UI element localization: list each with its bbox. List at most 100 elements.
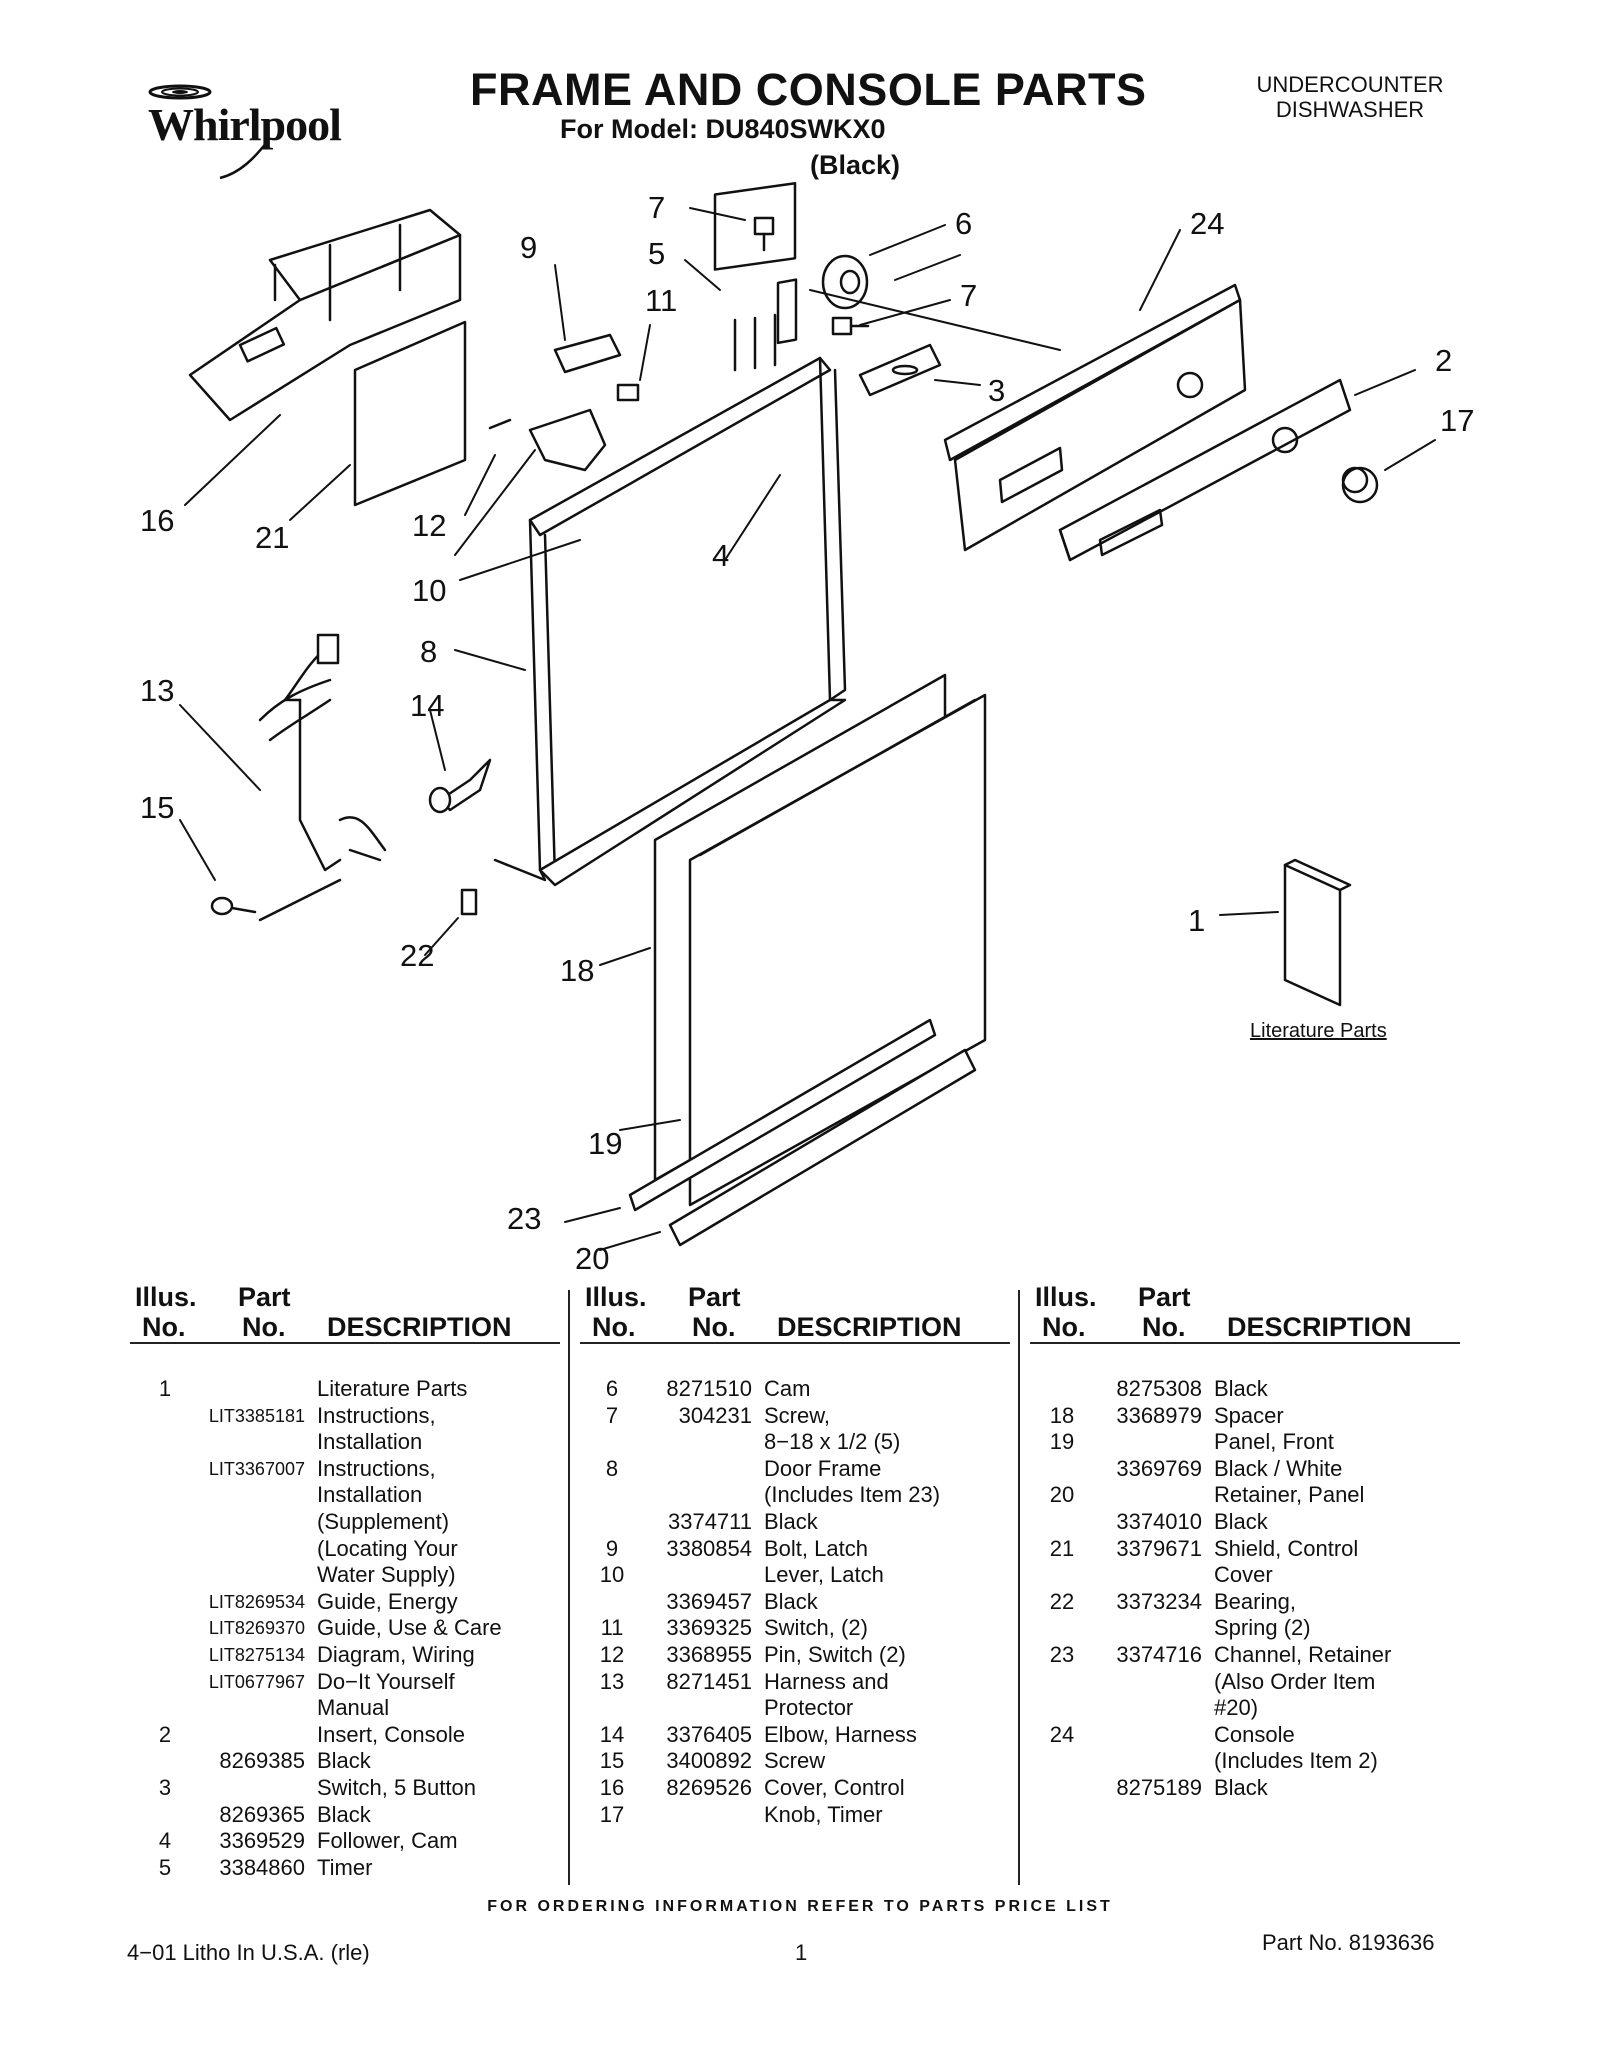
callout-10: 10 [412, 573, 447, 608]
illus-number: 19 [1049, 1429, 1075, 1455]
illus-number: 2 [158, 1721, 172, 1747]
channel-retainer-part [628, 1018, 977, 1247]
part-description: Black / White [1214, 1455, 1343, 1481]
part-number: 3374716 [1116, 1641, 1202, 1667]
brand-name: Whirlpool [148, 99, 342, 150]
table-row: LIT8275134 Diagram, Wiring [145, 1642, 565, 1669]
illus-number: 21 [1049, 1535, 1075, 1561]
part-number: 3369325 [666, 1615, 752, 1641]
part-description: (Also Order Item [1214, 1668, 1376, 1694]
callout-9: 9 [520, 230, 538, 265]
part-description: Spacer [1214, 1402, 1284, 1428]
page-number: 1 [795, 1940, 808, 1965]
header-illus: Illus. [585, 1282, 647, 1312]
part-number: 8269385 [219, 1748, 305, 1774]
table-row: Spring (2) [1042, 1615, 1462, 1642]
part-number: 8271451 [666, 1668, 752, 1694]
part-description: Retainer, Panel [1214, 1482, 1365, 1508]
part-description: (Includes Item 23) [764, 1482, 941, 1508]
table-row: Protector [592, 1695, 1012, 1722]
illus-number: 22 [1049, 1588, 1075, 1614]
table-row: 3369769 Black / White [1042, 1456, 1462, 1483]
illus-number: 12 [599, 1641, 625, 1667]
product-category: UNDERCOUNTER DISHWASHER [1230, 72, 1470, 122]
table-row: Cover [1042, 1562, 1462, 1589]
knob-part [1341, 466, 1379, 504]
illus-number: 8 [605, 1455, 619, 1481]
whirlpool-logo-icon [148, 84, 271, 180]
part-description: Insert, Console [317, 1721, 465, 1747]
illus-number: 11 [600, 1615, 624, 1641]
table-row: 19 Panel, Front [1042, 1429, 1462, 1456]
header-no: No. [1042, 1312, 1086, 1342]
illus-number: 13 [599, 1668, 625, 1694]
part-description: Cover, Control [764, 1774, 905, 1800]
part-description: Black [764, 1508, 818, 1534]
part-description: #20) [1214, 1695, 1259, 1721]
callout-11: 11 [645, 283, 678, 318]
part-description: Literature Parts [317, 1376, 468, 1401]
spring-bearing-part [460, 888, 478, 916]
table-row: 1 Literature Parts [145, 1376, 565, 1403]
color-line: (Black) [810, 150, 901, 180]
part-description: Pin, Switch (2) [764, 1641, 906, 1667]
part-number: 3369769 [1116, 1455, 1202, 1481]
console-insert-part [1058, 378, 1352, 562]
literature-part [1283, 858, 1352, 1007]
illus-number: 10 [599, 1562, 625, 1588]
callout-12: 12 [412, 508, 447, 543]
ordering-note: FOR ORDERING INFORMATION REFER TO PARTS … [487, 1898, 1113, 1915]
illus-number: 4 [158, 1828, 172, 1854]
illus-number: 24 [1049, 1721, 1075, 1747]
category-line-1: UNDERCOUNTER [1256, 72, 1444, 97]
column-divider [568, 1290, 570, 1885]
part-number: LIT8275134 [208, 1644, 305, 1665]
console-part [943, 283, 1247, 552]
shield-part [353, 320, 467, 507]
document-part-number: Part No. 8193636 [1262, 1930, 1435, 1955]
header-no: No. [142, 1312, 186, 1342]
part-description: Harness and [764, 1668, 889, 1694]
callout-14: 14 [410, 688, 445, 723]
part-number: LIT8269534 [208, 1591, 305, 1612]
part-description: (Supplement) [317, 1508, 450, 1534]
callout-21: 21 [255, 520, 290, 555]
header-part: Part [688, 1282, 741, 1312]
illus-number: 1 [158, 1376, 172, 1401]
part-description: Lever, Latch [764, 1562, 884, 1588]
table-row: 8−18 x 1/2 (5) [592, 1429, 1012, 1456]
callout-13: 13 [140, 673, 175, 708]
callout-7a: 7 [648, 190, 666, 225]
part-number: 3373234 [1116, 1588, 1202, 1614]
callout-5: 5 [648, 236, 666, 271]
table-row: 10 Lever, Latch [592, 1562, 1012, 1589]
callout-23: 23 [507, 1201, 542, 1236]
part-description: (Locating Your [317, 1535, 458, 1561]
part-description: Screw, [764, 1402, 831, 1428]
part-description: Installation [317, 1482, 423, 1508]
table-row: (Includes Item 2) [1042, 1748, 1462, 1775]
illus-number: 9 [605, 1535, 619, 1561]
part-description: Diagram, Wiring [317, 1641, 475, 1667]
table-row: (Also Order Item [1042, 1669, 1462, 1696]
part-description: Panel, Front [1214, 1429, 1334, 1455]
part-number: 8271510 [666, 1376, 752, 1401]
part-number: 3368955 [666, 1641, 752, 1667]
control-cover-part [188, 208, 462, 422]
table-header-col-2: Illus. No. Part No. DESCRIPTION [580, 1282, 1010, 1344]
part-description: (Includes Item 2) [1214, 1748, 1378, 1774]
part-description: Do−It Yourself [317, 1668, 455, 1694]
part-number: 3368979 [1116, 1402, 1202, 1428]
